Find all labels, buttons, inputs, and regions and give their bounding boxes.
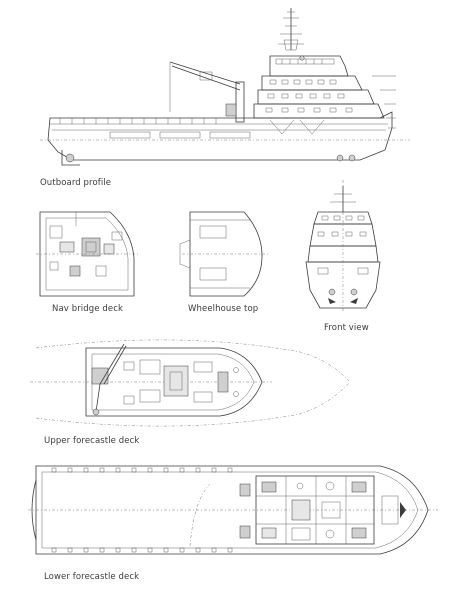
caption-upper-forecastle-deck: Upper forecastle deck <box>44 436 140 446</box>
wheelhouse-top-drawing <box>179 211 270 297</box>
front-view-drawing <box>305 180 381 312</box>
caption-front-view: Front view <box>324 323 369 333</box>
upper-forecastle-deck-drawing <box>30 339 351 427</box>
caption-nav-bridge-deck: Nav bridge deck <box>52 304 123 314</box>
caption-lower-forecastle-deck: Lower forecastle deck <box>44 572 140 582</box>
caption-outboard-profile: Outboard profile <box>40 178 112 188</box>
lower-forecastle-deck-drawing <box>28 465 438 555</box>
caption-wheelhouse-top: Wheelhouse top <box>188 304 259 314</box>
nav-bridge-deck-drawing <box>36 211 138 297</box>
outboard-profile-drawing <box>40 8 410 166</box>
